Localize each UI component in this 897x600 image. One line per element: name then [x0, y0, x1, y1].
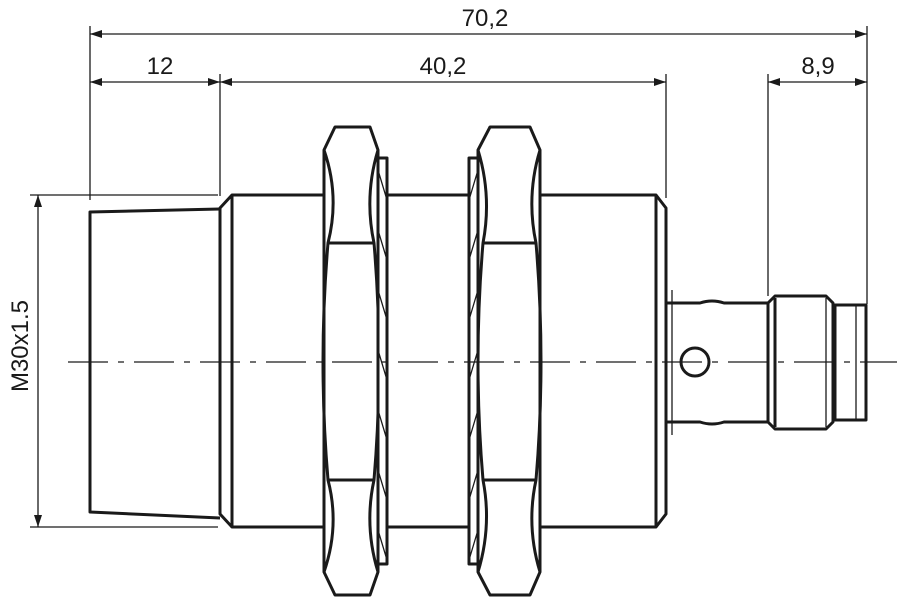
dimension-overall: 70,2 — [90, 5, 867, 38]
sensing-cap — [88, 207, 221, 520]
dimension-sensing-face: 12 — [90, 53, 220, 86]
dim-label-sensing-face: 12 — [147, 53, 174, 80]
hex-nut — [321, 125, 389, 597]
m12-connector — [766, 294, 835, 431]
dimension-thread: 40,2 — [220, 53, 666, 86]
dimension-connector: 8,9 — [768, 53, 867, 86]
dim-label-thread-size: M30x1.5 — [7, 300, 34, 392]
dim-label-overall: 70,2 — [462, 5, 509, 32]
dimension-thread-size: M30x1.5 — [7, 195, 42, 527]
extension-lines — [30, 26, 868, 528]
connector-neck — [666, 299, 768, 426]
dim-label-thread: 40,2 — [420, 53, 467, 80]
hex-nut — [467, 125, 543, 597]
dim-label-connector: 8,9 — [801, 53, 834, 80]
lock-washer — [377, 169, 388, 561]
threaded-body — [218, 193, 668, 529]
lock-washer — [468, 169, 479, 561]
